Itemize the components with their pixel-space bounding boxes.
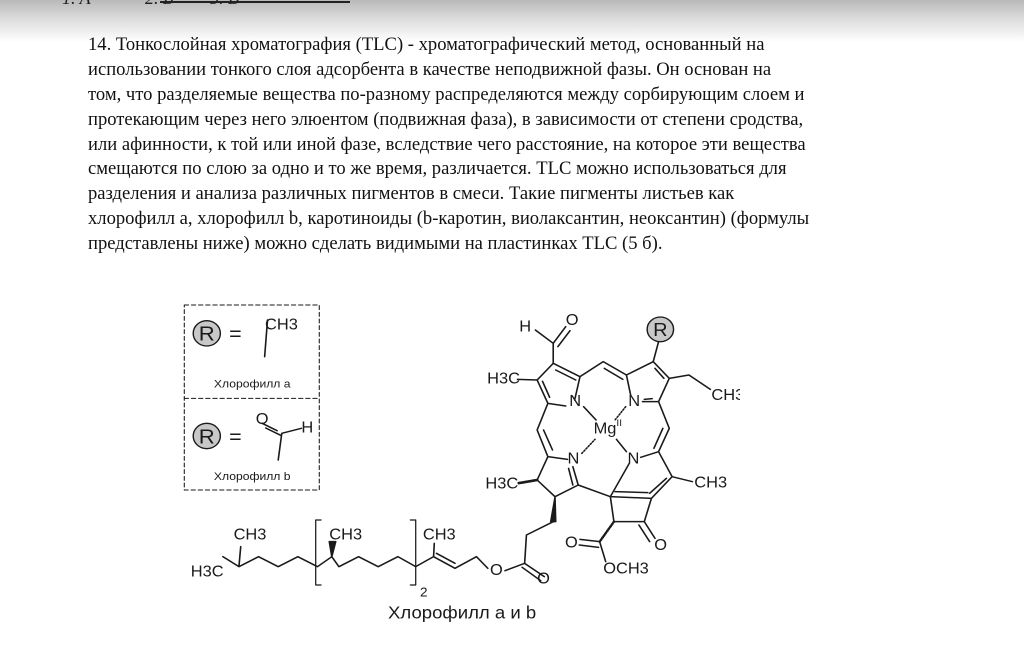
r-label: R: [199, 425, 215, 448]
question-line: том, что разделяемые вещества по-разному…: [88, 83, 805, 105]
legend-r-b: R = O H Хлорофилл b: [192, 411, 313, 483]
question-text: 14. Тонкослойная хроматография (TLC) - х…: [88, 33, 809, 257]
previous-answers-strip: 1. A 2. Б 3. В: [0, 0, 1024, 42]
atom-label: N: [569, 393, 581, 409]
question-line: смещаются по слою за одно и то же время,…: [88, 158, 787, 180]
atom-label: H3C: [485, 476, 518, 492]
previous-answer-3: 3. В: [210, 0, 239, 9]
atom-label: H3C: [487, 371, 520, 387]
atom-label: 2: [420, 585, 428, 599]
atom-label: O: [490, 562, 503, 578]
legend-box: [183, 304, 320, 491]
question-line: или афинности, к той или иной фазе, всле…: [88, 133, 806, 155]
answer-underline: [160, 1, 350, 3]
equals-sign: =: [229, 426, 242, 448]
atom-label: O: [566, 312, 579, 328]
question-line: хлорофилл a, хлорофилл b, каротиноиды (b…: [88, 208, 810, 230]
question-line: использовании тонкого слоя адсорбента в …: [88, 58, 772, 80]
atom-label: CH3: [694, 475, 727, 491]
atom-label: H: [519, 319, 531, 335]
question-line: 14. Тонкослойная хроматография (TLC) - х…: [88, 34, 765, 55]
ch3-label: CH3: [265, 317, 298, 333]
r-label: R: [199, 322, 215, 345]
atom-label: CH3: [423, 527, 456, 543]
atom-label: N: [568, 451, 580, 467]
atom-label: CH3: [711, 387, 740, 403]
previous-answer-1: 1. A: [62, 0, 91, 9]
atom-label: R: [653, 320, 667, 341]
question-line: протекающим через него элюентом (подвижн…: [88, 108, 804, 130]
oxygen-label: O: [256, 411, 269, 427]
figure-caption: Хлорофилл а и b: [388, 603, 536, 622]
atom-label: CH3: [329, 527, 362, 543]
label-chlorophyll-b: Хлорофилл b: [214, 470, 291, 483]
hydrogen-label: H: [301, 420, 313, 436]
r-group-icon: [192, 320, 222, 347]
atom-label: O: [537, 571, 550, 587]
atom-label: H3C: [191, 564, 224, 580]
atom-label: N: [628, 451, 640, 467]
atom-label: O: [565, 535, 578, 551]
atom-label: O: [654, 537, 667, 553]
question-line: разделения и анализа различных пигментов…: [88, 183, 735, 205]
previous-answer-2: 2. Б: [145, 0, 174, 9]
atom-label: II: [616, 418, 622, 429]
r-group-icon: [646, 316, 675, 343]
equals-sign: =: [229, 323, 242, 345]
label-chlorophyll-a: Хлорофилл а: [214, 378, 291, 391]
atom-label: OCH3: [603, 561, 649, 577]
atom-label: N: [628, 393, 640, 409]
r-group-icon: [192, 422, 222, 450]
question-line: представлены ниже) можно сделать видимым…: [88, 233, 663, 255]
atom-label: Mg: [594, 421, 617, 437]
atom-label: CH3: [234, 527, 267, 543]
ring-labels: H O R H3C CH3 N N N N Mg II H3C CH3 O O …: [191, 312, 740, 599]
legend-r-a: R = CH3 Хлорофилл а: [192, 317, 298, 391]
chlorophyll-structure: R = CH3 Хлорофилл а R = O H Хлорофилл b …: [183, 304, 740, 622]
